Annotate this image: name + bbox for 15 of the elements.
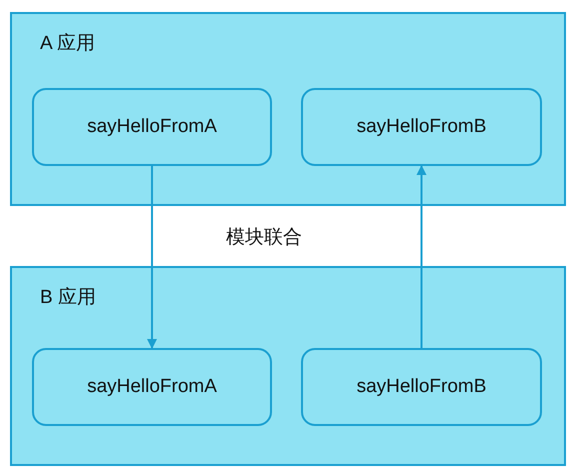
function-name: sayHelloFromB: [356, 376, 486, 398]
function-name: sayHelloFromA: [87, 116, 217, 138]
panel-title: A 应用: [40, 32, 95, 56]
arrow: [416, 165, 426, 348]
function-box: [32, 88, 272, 166]
connection-label: 模块联合: [226, 226, 302, 250]
module-panel: [10, 266, 566, 466]
arrow: [147, 166, 157, 349]
module-panel: [10, 12, 566, 206]
function-box: [301, 88, 542, 166]
panel-title: B 应用: [40, 286, 96, 310]
function-name: sayHelloFromB: [356, 116, 486, 138]
function-box: [32, 348, 272, 426]
function-name: sayHelloFromA: [87, 376, 217, 398]
function-box: [301, 348, 542, 426]
